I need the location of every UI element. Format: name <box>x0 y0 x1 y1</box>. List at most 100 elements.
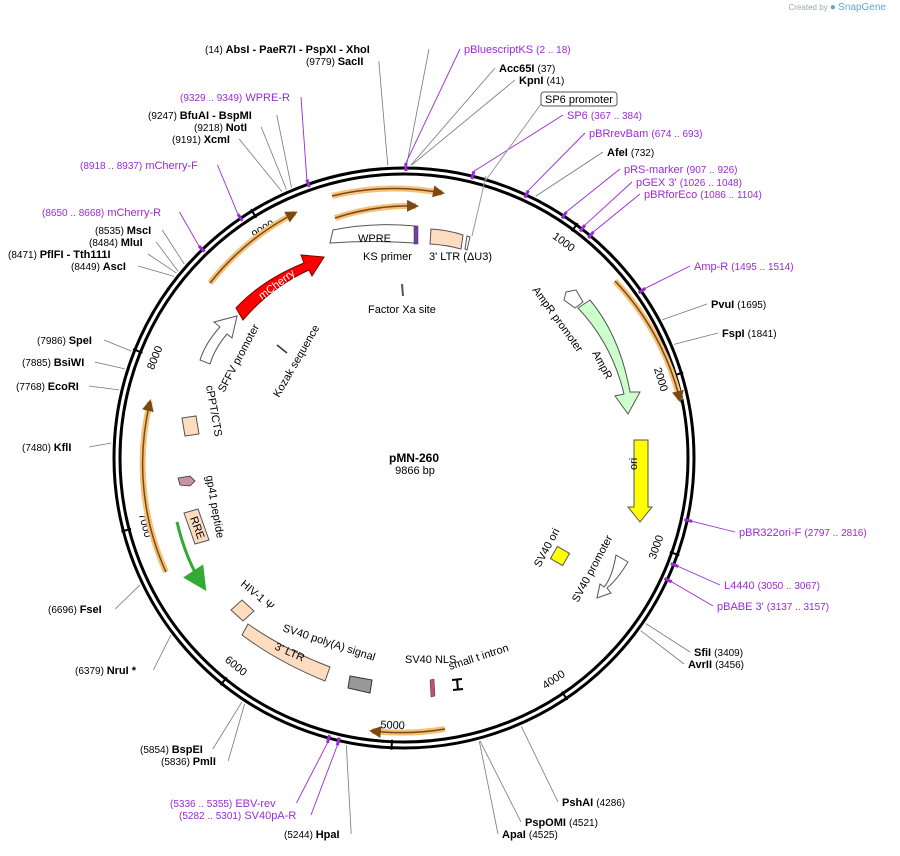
site-connector-NruI <box>153 635 170 670</box>
site-label-PshAI: PshAI (4286) <box>562 797 625 809</box>
primer-connector-L4440 <box>678 567 720 585</box>
site-label-HpaI: (5244) HpaI <box>284 829 340 841</box>
primer-connector-pBR322ori-F <box>692 521 735 532</box>
site-label-Acc65I: Acc65I (37) <box>499 63 555 75</box>
primer-label-pBRrevBam: pBRrevBam (674 .. 693) <box>589 128 703 140</box>
primer-label-pBluescriptKS: pBluescriptKS (2 .. 18) <box>464 44 571 56</box>
primer-label-pBR322ori-F: pBR322ori-F (2797 .. 2816) <box>739 527 867 539</box>
credit-brand: SnapGene <box>838 2 886 13</box>
site-connector-BspEI <box>213 702 242 749</box>
site-label-BspEI: (5854) BspEI <box>140 744 203 756</box>
ori-label: ori <box>628 458 640 470</box>
site-label-PspOMI: PspOMI (4521) <box>525 817 598 829</box>
snapgene-credit: Created by ● SnapGene <box>789 2 886 13</box>
ltr-3-label: 3' LTR (ΔU3) <box>429 251 492 263</box>
orf-arc-left <box>143 402 166 572</box>
site-label-BsiWI: (7885) BsiWI <box>22 357 84 369</box>
small-t-intron-feature <box>452 679 463 690</box>
primer-connector-SV40pA-R <box>311 745 337 815</box>
primer-label-SP6: SP6 (367 .. 384) <box>567 110 642 122</box>
site-label-FspI: FspI (1841) <box>722 328 777 340</box>
factor-xa-marker <box>402 284 403 296</box>
credit-prefix: Created by <box>789 3 828 12</box>
ks-primer-label: KS primer <box>363 251 412 263</box>
site-connector-AvrII <box>641 631 684 664</box>
site-connector-HpaI <box>346 745 351 834</box>
primer-connector-mCherry-R <box>180 212 199 246</box>
site-label-AbsI: (14) AbsI - PaeR7I - PspXI - XhoI <box>205 44 370 56</box>
primer-connector-mCherry-F <box>218 165 238 214</box>
site-label-PmlI: (5836) PmlI <box>161 756 216 768</box>
site-connector-NotI <box>261 127 286 190</box>
site-connector-FspI <box>674 333 718 344</box>
kozak-label: Kozak sequence <box>271 323 322 399</box>
primer-connector-pBABE 3' <box>672 582 713 606</box>
tick-label-6000: 6000 <box>222 654 249 679</box>
ks-primer-marker <box>414 226 418 244</box>
site-connector-XcmI <box>239 139 282 192</box>
cppt-cts-feature <box>182 416 199 436</box>
site-connector-AfeI <box>536 152 603 196</box>
tick-label-2000: 2000 <box>651 366 670 393</box>
primer-mark-SV40pA-R <box>337 738 339 746</box>
primer-label-WPRE-R: (9329 .. 9349) WPRE-R <box>180 92 290 104</box>
primer-connector-pBRrevBam <box>528 133 585 190</box>
primer-label-mCherry-F: (8918 .. 8937) mCherry-F <box>80 160 198 172</box>
site-connector-PspOMI <box>480 741 521 822</box>
site-label-AscI: (8449) AscI <box>71 261 126 273</box>
sp6-promoter-label: SP6 promoter <box>545 94 613 106</box>
site-label-PflFI: (8471) PflFI - Tth111I <box>8 249 111 261</box>
site-connector-PmlI <box>228 704 244 761</box>
site-label-AfeI: AfeI (732) <box>607 147 654 159</box>
tick-label-8000: 8000 <box>145 344 165 371</box>
primer-label-SV40pA-R: (5282 .. 5301) SV40pA-R <box>179 810 296 822</box>
site-label-ApaI: ApaI (4525) <box>502 829 558 841</box>
tick-label-1000: 1000 <box>550 230 577 254</box>
site-label-EcoRI: (7768) EcoRI <box>16 381 79 393</box>
primer-connector-pGEX 3' <box>585 182 632 225</box>
ltr-3-feature <box>430 229 463 249</box>
primer-mark-EBV-rev <box>327 735 329 743</box>
sv40-polya-feature <box>348 676 372 693</box>
site-connector-ApaI <box>479 741 498 834</box>
site-connector-BsiWI <box>95 362 125 369</box>
primer-label-Amp-R: Amp-R (1495 .. 1514) <box>694 261 794 273</box>
ampr-feature <box>578 300 640 414</box>
site-label-FseI: (6696) FseI <box>48 604 102 616</box>
sp6-promoter-connector <box>486 104 541 180</box>
site-label-XcmI: (9191) XcmI <box>172 134 230 146</box>
site-label-PvuI: PvuI (1695) <box>711 299 766 311</box>
primer-connector-pRS-marker <box>566 169 620 212</box>
site-connector-BfuAI <box>277 115 292 187</box>
site-label-NruI: (6379) NruI * <box>75 665 137 677</box>
site-connector-SfiI <box>646 623 690 652</box>
primer-connector-Amp-R <box>645 266 690 288</box>
primer-label-pBRforEco: pBRforEco (1086 .. 1104) <box>644 189 762 201</box>
site-connector-KflI <box>89 443 111 447</box>
primer-connector-pBluescriptKS <box>406 49 460 163</box>
primer-label-mCherry-R: (8650 .. 8668) mCherry-R <box>42 207 161 219</box>
gp41-label: gp41 peptide <box>203 474 226 539</box>
site-connector-KpnI <box>412 80 515 165</box>
sffv-promoter-feature <box>200 316 237 364</box>
tick-label-4000: 4000 <box>540 668 567 692</box>
site-label-MluI: (8484) MluI <box>89 237 143 249</box>
snapgene-logo-icon: ● <box>830 2 836 13</box>
hiv1-psi-feature <box>231 600 254 621</box>
tick-label-3000: 3000 <box>647 534 666 561</box>
plasmid-length: 9866 bp <box>395 465 435 477</box>
site-connector-MscI <box>162 230 184 264</box>
site-label-BfuAI: (9247) BfuAI - BspMI <box>148 110 252 122</box>
site-label-MscI: (8535) MscI <box>95 225 151 237</box>
sv40-nls-feature <box>430 679 435 697</box>
site-connector-Acc65I <box>411 68 495 165</box>
site-label-KflI: (7480) KflI <box>22 442 71 454</box>
ampr-promoter-feature <box>564 290 583 308</box>
factor-xa-label: Factor Xa site <box>368 304 436 316</box>
primer-mark-SP6 <box>472 171 474 179</box>
site-label-SacII: (9779) SacII <box>306 56 363 68</box>
site-connector-PvuI <box>662 304 707 320</box>
site-label-SfiI: SfiI (3409) <box>694 647 743 659</box>
primer-label-L4440: L4440 (3050 .. 3067) <box>724 580 820 592</box>
